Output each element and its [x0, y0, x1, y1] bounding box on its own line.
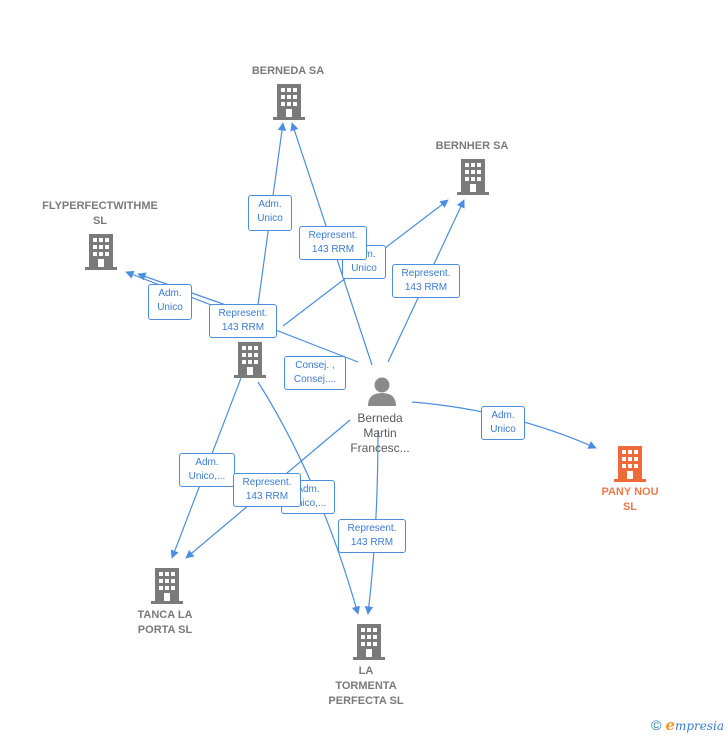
edge-label-represent-bernher[interactable]: Represent. 143 RRM: [392, 264, 460, 298]
center-company-building-icon[interactable]: [234, 342, 266, 383]
flyperfect-label: FLYPERFECTWITHME SL: [42, 200, 158, 227]
berneda-sa-label: BERNEDA SA: [251, 65, 325, 77]
edge-label-represent-fly[interactable]: Represent. 143 RRM: [209, 304, 277, 338]
tanca-la-porta-building-icon[interactable]: [151, 568, 183, 609]
bernher-sa-building-icon[interactable]: [457, 159, 489, 200]
tanca-la-porta-label: TANCA LA PORTA SL: [137, 609, 193, 636]
edge-label-represent-tanca[interactable]: Represent. 143 RRM: [233, 473, 301, 507]
footer-brand: © empresia: [651, 716, 724, 734]
edge-label-adm-unico-fly[interactable]: Adm. Unico: [148, 284, 192, 320]
person-label: Berneda Martin Francesc...: [350, 411, 410, 455]
copyright-icon: ©: [651, 717, 662, 733]
edge-label-represent-tormenta[interactable]: Represent. 143 RRM: [338, 519, 406, 553]
edge-label-represent-berneda[interactable]: Represent. 143 RRM: [299, 226, 367, 260]
berneda-sa-building-icon[interactable]: [273, 84, 305, 125]
edge-label-adm-unico-pany[interactable]: Adm. Unico: [481, 406, 525, 440]
pany-nou-building-icon[interactable]: [614, 446, 646, 487]
bernher-sa-label: BERNHER SA: [435, 140, 509, 152]
brand-logo[interactable]: empresia: [665, 716, 724, 734]
person-icon[interactable]: [366, 376, 398, 411]
edge-label-adm-unico-berneda[interactable]: Adm. Unico: [248, 195, 292, 231]
pany-nou-label: PANY NOU SL: [601, 486, 659, 513]
edge-label-adm-unico-tanca[interactable]: Adm. Unico,...: [179, 453, 235, 487]
la-tormenta-label: LA TORMENTA PERFECTA SL: [328, 665, 404, 707]
edge-label-consej[interactable]: Consej. , Consej....: [284, 356, 346, 390]
flyperfect-building-icon[interactable]: [85, 234, 117, 275]
la-tormenta-building-icon[interactable]: [353, 624, 385, 665]
